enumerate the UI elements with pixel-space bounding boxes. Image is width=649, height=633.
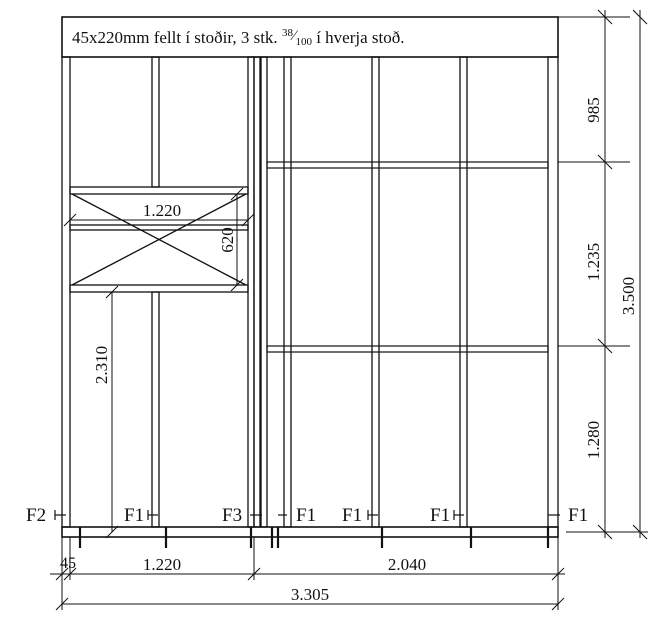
sill-height-dimension [105, 285, 119, 539]
dim-bottom-1220: 1.220 [143, 555, 181, 574]
noggin-upper [266, 161, 549, 169]
stud-5 [260, 56, 268, 528]
window-height-dimension [230, 187, 244, 292]
anchor-bolts [78, 527, 550, 548]
stud-1 [61, 56, 71, 528]
bottom-dimensions [50, 537, 565, 611]
stud-4 [253, 56, 261, 528]
fastener-label-f1-b: F1 [296, 505, 316, 526]
stud-9 [547, 56, 559, 528]
window-width-dimension [63, 213, 255, 227]
noggins [266, 161, 549, 353]
dim-985: 985 [584, 97, 603, 123]
stud-2-lower [151, 291, 160, 528]
window-opening [69, 186, 249, 293]
dim-bottom-2040: 2.040 [388, 555, 426, 574]
dim-bottom-45: 45 [60, 555, 76, 572]
stud-7 [371, 56, 380, 528]
stud-6 [283, 56, 292, 528]
fastener-label-f1-a: F1 [124, 505, 144, 526]
dim-3500: 3.500 [619, 277, 638, 315]
stud-3 [247, 56, 255, 528]
noggin-lower [266, 345, 549, 353]
fastener-label-f3: F3 [222, 505, 242, 526]
stud-8 [459, 56, 468, 528]
dim-window-height: 620 [218, 227, 237, 253]
stud-2 [151, 56, 160, 188]
fastener-label-f1-c: F1 [342, 505, 362, 526]
right-dimensions [558, 9, 648, 540]
fastener-label-f1-d: F1 [430, 505, 450, 526]
top-plate-label: 45x220mm fellt í stoðir, 3 stk. 38⁄100 í… [72, 27, 405, 48]
dim-window-width: 1.220 [143, 201, 181, 220]
dim-1280: 1.280 [584, 421, 603, 459]
fastener-label-f1-e: F1 [568, 505, 588, 526]
fastener-label-f2: F2 [26, 505, 46, 526]
dim-sill-height: 2.310 [92, 346, 111, 384]
dim-1235: 1.235 [584, 243, 603, 281]
dim-bottom-3305: 3.305 [291, 585, 329, 604]
top-plate [61, 16, 559, 58]
fastener-markers [54, 510, 560, 520]
bottom-plate [61, 526, 559, 538]
